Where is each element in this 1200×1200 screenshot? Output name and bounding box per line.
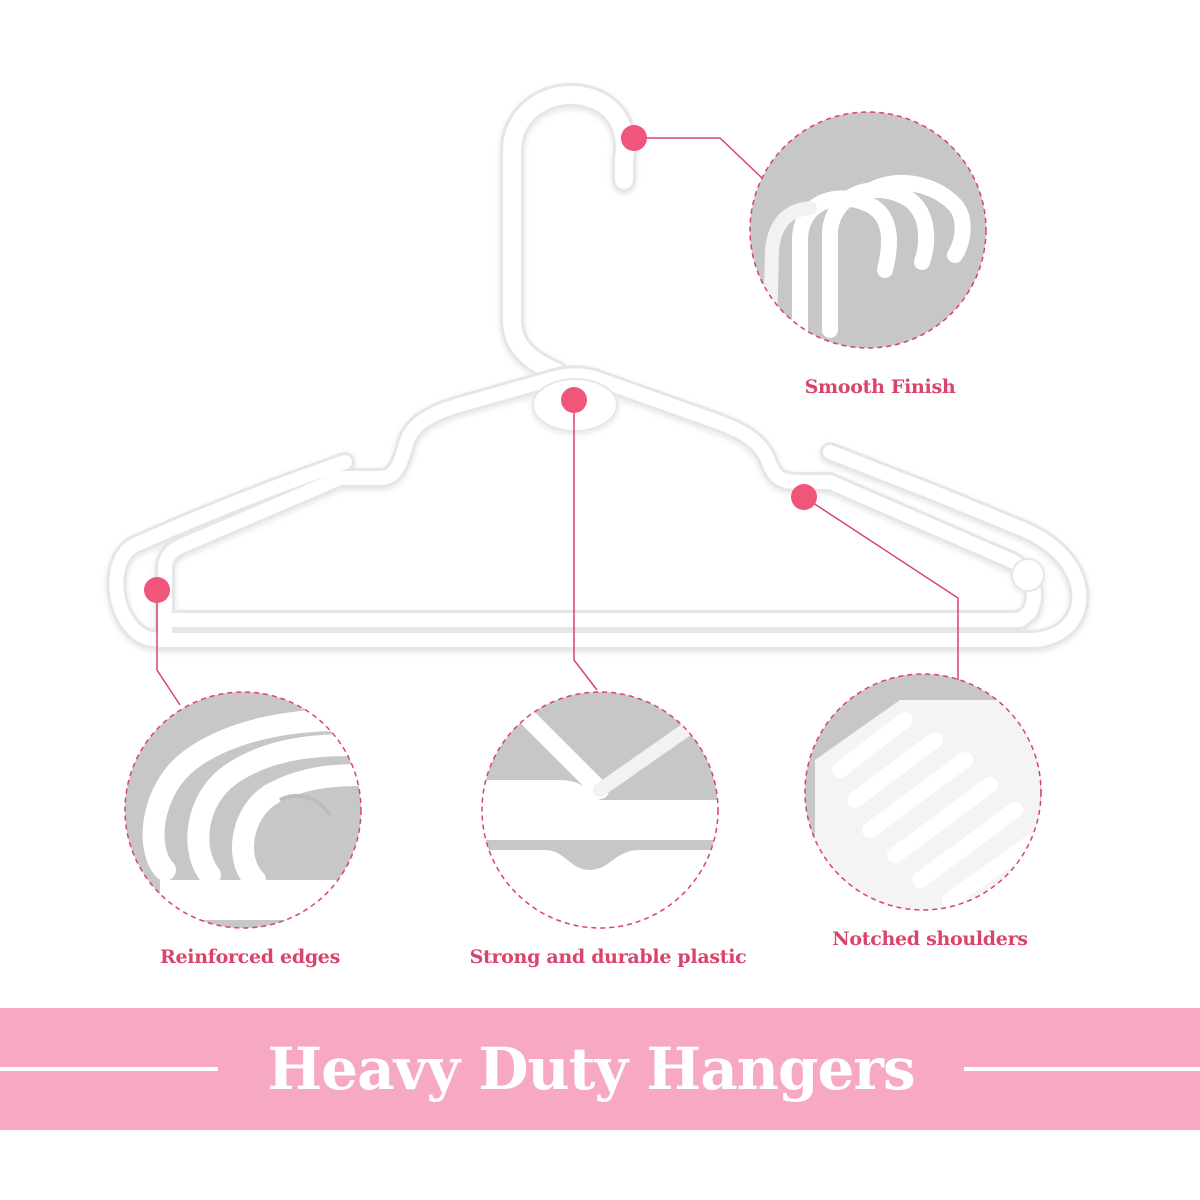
banner-rule-right	[964, 1067, 1200, 1071]
leader-strong-plastic	[573, 400, 598, 691]
leader-reinforced-edges	[156, 590, 181, 706]
strong-plastic-detail	[481, 691, 719, 929]
reinforced-edges-label: Reinforced edges	[160, 946, 340, 968]
leader-smooth-finish	[634, 137, 763, 179]
marker-notched-shoulders	[791, 484, 817, 510]
marker-reinforced-edges	[144, 577, 170, 603]
title-banner: Heavy Duty Hangers	[0, 1008, 1200, 1130]
leader-lines	[156, 137, 959, 706]
smooth-finish-label: Smooth Finish	[804, 376, 956, 398]
notched-shoulders-detail	[804, 673, 1042, 911]
banner-title: Heavy Duty Hangers	[267, 1035, 915, 1103]
callout-markers	[144, 125, 817, 603]
smooth-finish-detail	[749, 111, 987, 349]
hanger-image	[106, 82, 1090, 650]
marker-smooth-finish	[621, 125, 647, 151]
leader-notched-shoulders	[803, 496, 959, 680]
banner-rule-left	[0, 1067, 218, 1071]
marker-strong-plastic	[561, 387, 587, 413]
notched-shoulders-label: Notched shoulders	[832, 928, 1028, 950]
reinforced-edges-detail	[124, 691, 362, 929]
strong-plastic-label: Strong and durable plastic	[469, 946, 747, 968]
